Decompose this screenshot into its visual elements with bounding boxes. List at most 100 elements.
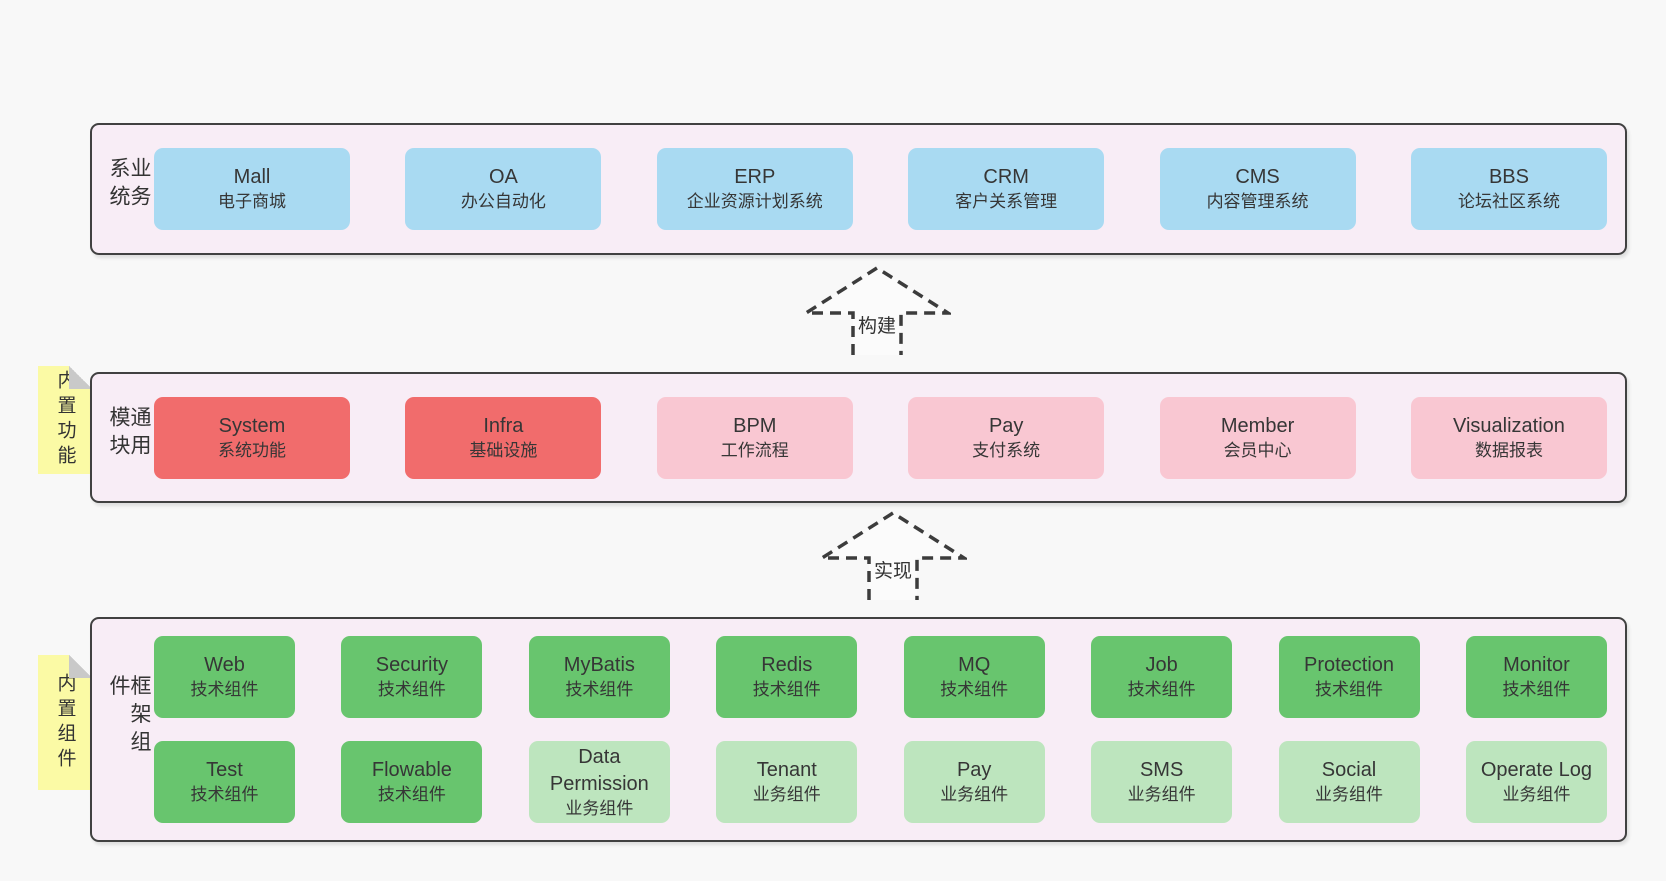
box-subtitle: 业务组件: [1502, 785, 1571, 805]
sticky-note-builtin-components: 内置组件: [38, 655, 92, 790]
box-subtitle: 技术组件: [377, 785, 446, 805]
box-title: Visualization: [1452, 414, 1565, 437]
box-protection: Protection 技术组件: [1278, 636, 1420, 718]
box-bbs: BBS 论坛社区系统: [1410, 148, 1607, 230]
box-pay: Pay 支付系统: [908, 396, 1105, 479]
arrow-implement: 实现: [819, 510, 967, 600]
box-erp: ERP 企业资源计划系统: [656, 148, 853, 230]
box-subtitle: 企业资源计划系统: [686, 192, 823, 212]
box-subtitle: 会员中心: [1223, 440, 1292, 460]
box-subtitle: 支付系统: [972, 440, 1041, 460]
box-cms: CMS 内容管理系统: [1159, 148, 1356, 230]
box-oa: OA 办公自动化: [405, 148, 602, 230]
box-subtitle: 技术组件: [190, 785, 259, 805]
layer-label: 通用模块: [107, 405, 151, 462]
box-subtitle: 办公自动化: [460, 192, 546, 212]
box-subtitle: 业务组件: [752, 785, 821, 805]
folded-corner-icon: [69, 655, 92, 678]
box-title: Pay: [988, 414, 1024, 437]
layer-row: Mall 电子商城 OA 办公自动化 ERP 企业资源计划系统 CRM 客户关系管理 CMS 内容…: [154, 148, 1607, 230]
sticky-note-label: 内置组件: [54, 672, 76, 773]
box-subtitle: 业务组件: [565, 798, 634, 818]
box-sms: SMS 业务组件: [1091, 741, 1233, 823]
box-title: OA: [488, 166, 518, 189]
box-subtitle: 论坛社区系统: [1457, 192, 1560, 212]
box-title: ERP: [734, 166, 776, 189]
box-title: Monitor: [1503, 654, 1570, 677]
sticky-note-builtin-features: 内置功能: [38, 366, 92, 474]
folded-corner-icon: [69, 366, 92, 389]
box-title: Job: [1145, 654, 1178, 677]
box-subtitle: 系统功能: [218, 440, 286, 460]
layer-common-modules: 通用模块 System 系统功能 Infra 基础设施 BPM 工作流程 Pay 支付系统 Me…: [90, 372, 1627, 503]
box-title: BPM: [733, 414, 777, 437]
box-system: System 系统功能: [154, 396, 350, 479]
box-subtitle: 技术组件: [377, 680, 446, 700]
box-title: Redis: [761, 654, 813, 677]
arrow-label: 实现: [870, 556, 916, 583]
box-title: Web: [204, 654, 245, 677]
box-visualization: Visualization 数据报表: [1410, 396, 1607, 479]
box-infra: Infra 基础设施: [405, 396, 602, 479]
layer-business-systems: 业务系统 Mall 电子商城 OA 办公自动化 ERP 企业资源计划系统 CRM 客户关系管理…: [90, 123, 1627, 255]
box-title: Pay: [956, 759, 992, 782]
layer-label: 业务系统: [107, 157, 151, 213]
box-title: SMS: [1139, 759, 1184, 782]
box-title: Test: [206, 759, 243, 782]
box-subtitle: 技术组件: [1502, 680, 1571, 700]
box-subtitle: 业务组件: [1127, 785, 1196, 805]
box-subtitle: 技术组件: [1315, 680, 1384, 700]
box-subtitle: 工作流程: [720, 440, 789, 460]
box-monitor: Monitor 技术组件: [1465, 636, 1607, 718]
box-pay: Pay 业务组件: [903, 741, 1045, 823]
box-title: CMS: [1235, 166, 1280, 189]
box-title: Data Permission: [549, 745, 649, 795]
box-title: BBS: [1488, 166, 1529, 189]
box-operate-log: Operate Log 业务组件: [1465, 741, 1607, 823]
layer-label: 框架组件: [107, 674, 151, 759]
box-web: Web 技术组件: [154, 636, 295, 718]
box-title: CRM: [983, 166, 1029, 189]
box-subtitle: 数据报表: [1474, 440, 1543, 460]
box-data-permission: Data Permission 业务组件: [528, 741, 670, 823]
box-bpm: BPM 工作流程: [656, 396, 853, 479]
up-arrow-icon: [803, 265, 951, 355]
box-title: MQ: [958, 654, 991, 677]
layer-rows: Mall 电子商城 OA 办公自动化 ERP 企业资源计划系统 CRM 客户关系管理 CMS 内容…: [154, 125, 1607, 253]
up-arrow-icon: [819, 510, 967, 600]
box-subtitle: 基础设施: [469, 440, 538, 460]
box-subtitle: 电子商城: [218, 192, 286, 212]
box-title: Mall: [233, 166, 271, 189]
box-subtitle: 客户关系管理: [955, 192, 1058, 212]
box-subtitle: 技术组件: [190, 680, 259, 700]
sticky-note-label: 内置功能: [54, 370, 76, 470]
box-title: System: [218, 414, 286, 437]
box-title: Protection: [1304, 654, 1395, 677]
box-title: Operate Log: [1480, 759, 1593, 782]
box-subtitle: 内容管理系统: [1206, 192, 1309, 212]
box-mall: Mall 电子商城: [154, 148, 350, 230]
box-tenant: Tenant 业务组件: [716, 741, 858, 823]
box-title: Tenant: [756, 759, 817, 782]
box-test: Test 技术组件: [154, 741, 295, 823]
box-subtitle: 业务组件: [940, 785, 1009, 805]
box-title: MyBatis: [563, 654, 635, 677]
arrow-build: 构建: [803, 265, 951, 355]
arrow-label: 构建: [854, 311, 900, 338]
box-title: Infra: [483, 414, 524, 437]
